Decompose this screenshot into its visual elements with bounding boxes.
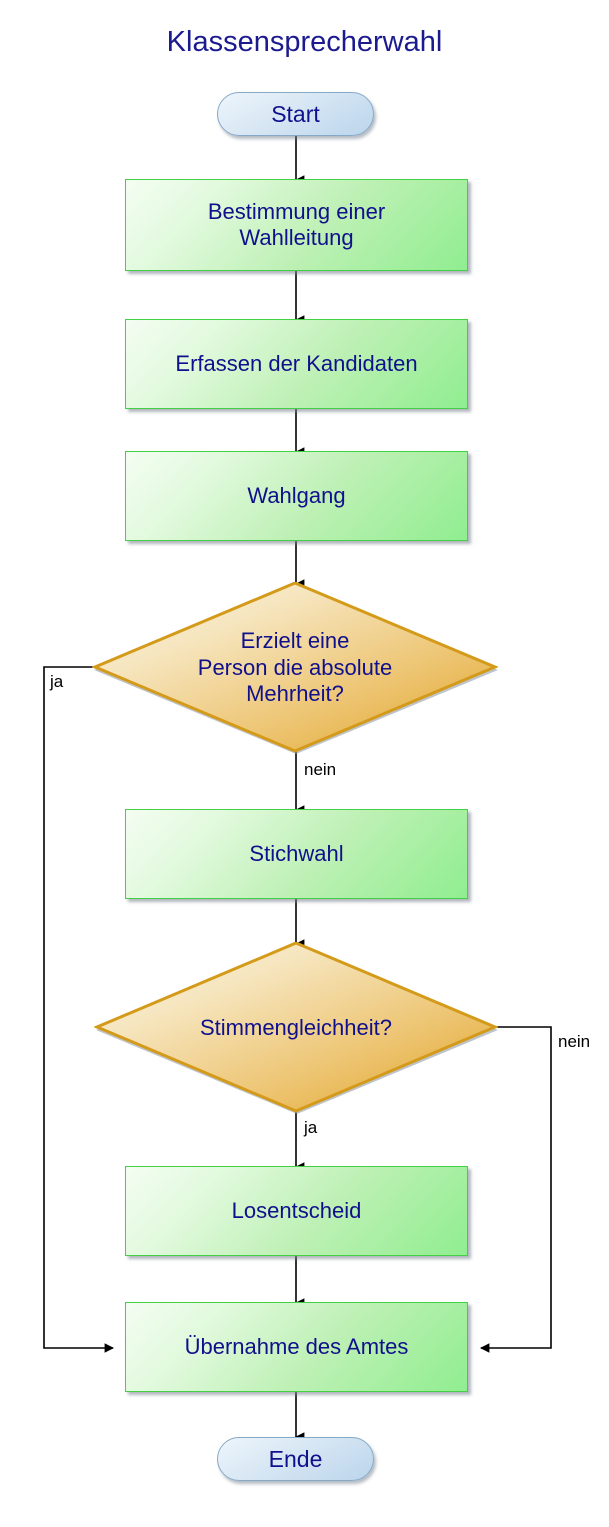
node-label-line-2: Person die absolute bbox=[197, 654, 393, 680]
diamond-shape-mehrheit bbox=[92, 582, 498, 754]
node-decision-absolute-mehrheit[interactable]: Erzielt eine Person die absolute Mehrhei… bbox=[92, 582, 498, 754]
diamond-shape-gleichheit bbox=[94, 942, 498, 1114]
edge-mehrheit-ja-to-uebernahme bbox=[43, 666, 115, 1353]
edge-label-mehrheit-ja: ja bbox=[50, 672, 64, 691]
node-uebernahme-des-amtes-label: Übernahme des Amtes bbox=[184, 1334, 409, 1360]
node-ende-label: Ende bbox=[268, 1445, 323, 1472]
node-bestimmung-wahlleitung[interactable]: Bestimmung einer Wahlleitung bbox=[125, 179, 468, 271]
node-start-label: Start bbox=[271, 100, 320, 127]
node-decision-absolute-mehrheit-label: Erzielt eine Person die absolute Mehrhei… bbox=[124, 628, 465, 707]
node-uebernahme-des-amtes[interactable]: Übernahme des Amtes bbox=[125, 1302, 468, 1392]
edge-gleichheit-nein-to-uebernahme bbox=[479, 1026, 552, 1353]
node-decision-stimmengleichheit[interactable]: Stimmengleichheit? bbox=[94, 942, 498, 1114]
node-label-line-2: Wahlleitung bbox=[239, 225, 354, 250]
node-label-line-3: Mehrheit? bbox=[246, 681, 344, 707]
node-bestimmung-wahlleitung-label: Bestimmung einer Wahlleitung bbox=[208, 199, 385, 251]
node-losentscheid-label: Losentscheid bbox=[231, 1198, 362, 1224]
edge-label-gleichheit-nein: nein bbox=[558, 1032, 591, 1051]
node-wahlgang[interactable]: Wahlgang bbox=[125, 451, 468, 541]
node-erfassen-kandidaten-label: Erfassen der Kandidaten bbox=[175, 351, 418, 377]
node-label-line-1: Erzielt eine bbox=[240, 628, 350, 654]
node-label-line-1: Bestimmung einer bbox=[207, 199, 386, 225]
node-erfassen-kandidaten[interactable]: Erfassen der Kandidaten bbox=[125, 319, 468, 409]
diagram-title: Klassensprecherwahl bbox=[166, 26, 443, 58]
node-stichwahl[interactable]: Stichwahl bbox=[125, 809, 468, 899]
node-decision-stimmengleichheit-label: Stimmengleichheit? bbox=[200, 1014, 392, 1040]
node-losentscheid[interactable]: Losentscheid bbox=[125, 1166, 468, 1256]
node-stichwahl-label: Stichwahl bbox=[249, 841, 344, 867]
node-start[interactable]: Start bbox=[217, 92, 374, 136]
node-ende[interactable]: Ende bbox=[217, 1437, 374, 1481]
edge-label-gleichheit-ja: ja bbox=[304, 1118, 318, 1137]
node-wahlgang-label: Wahlgang bbox=[247, 483, 346, 509]
edge-label-mehrheit-nein: nein bbox=[304, 760, 337, 779]
